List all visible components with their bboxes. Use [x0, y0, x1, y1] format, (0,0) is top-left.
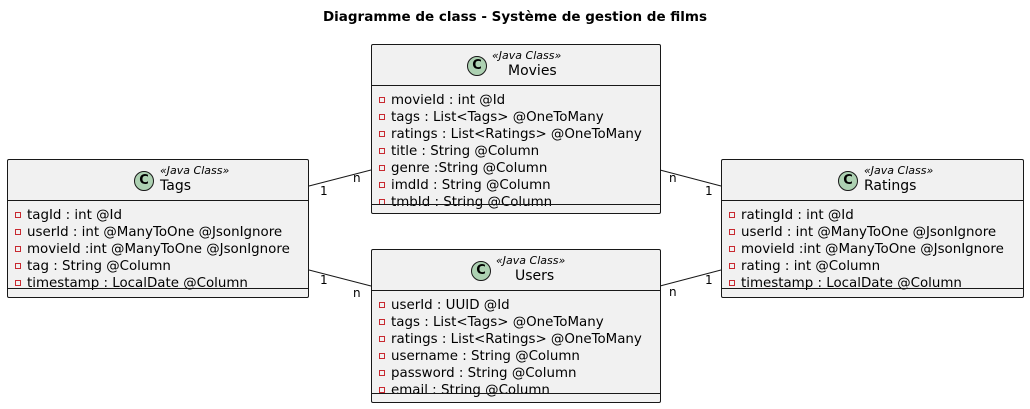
attribute-list: userId : UUID @Id tags : List<Tags> @One… — [372, 291, 660, 399]
attribute: genre :String @Column — [372, 160, 660, 177]
private-marker-icon — [379, 131, 385, 137]
attribute: ratings : List<Ratings> @OneToMany — [372, 331, 660, 348]
mult-users-ratings-users-end: n — [669, 285, 677, 299]
stereotype: «Java Class» — [492, 49, 562, 62]
attribute-list: ratingId : int @Id userId : int @ManyToO… — [722, 201, 1023, 292]
java-class-icon: C — [838, 171, 858, 191]
private-marker-icon — [729, 263, 735, 269]
mult-movies-ratings-movies-end: n — [669, 171, 677, 185]
private-marker-icon — [15, 263, 21, 269]
private-marker-icon — [379, 114, 385, 120]
class-header: C «Java Class» Ratings — [722, 160, 1023, 201]
class-name: Movies — [508, 63, 557, 79]
java-class-icon: C — [467, 56, 487, 76]
private-marker-icon — [15, 280, 21, 286]
class-tags[interactable]: C «Java Class» Tags tagId : int @Id user… — [7, 159, 309, 298]
private-marker-icon — [379, 148, 385, 154]
attribute: movieId : int @Id — [372, 92, 660, 109]
stereotype: «Java Class» — [496, 254, 566, 267]
java-class-icon: C — [471, 261, 491, 281]
class-ratings[interactable]: C «Java Class» Ratings ratingId : int @I… — [721, 159, 1024, 298]
stereotype: «Java Class» — [160, 164, 230, 177]
association-tags-users — [308, 269, 372, 287]
class-header: C «Java Class» Movies — [372, 45, 660, 86]
attribute: timestamp : LocalDate @Column — [722, 275, 1023, 292]
private-marker-icon — [729, 212, 735, 218]
mult-users-ratings-ratings-end: 1 — [705, 273, 713, 287]
private-marker-icon — [379, 165, 385, 171]
private-marker-icon — [15, 212, 21, 218]
attribute: userId : int @ManyToOne @JsonIgnore — [722, 224, 1023, 241]
private-marker-icon — [15, 229, 21, 235]
association-tags-movies — [308, 169, 372, 187]
attribute-list: tagId : int @Id userId : int @ManyToOne … — [8, 201, 308, 292]
private-marker-icon — [15, 246, 21, 252]
class-header: C «Java Class» Users — [372, 250, 660, 291]
attribute: timestamp : LocalDate @Column — [8, 275, 308, 292]
class-movies[interactable]: C «Java Class» Movies movieId : int @Id … — [371, 44, 661, 214]
private-marker-icon — [379, 182, 385, 188]
class-name: Users — [515, 268, 555, 284]
class-name: Ratings — [864, 178, 917, 194]
attribute: movieId :int @ManyToOne @JsonIgnore — [722, 241, 1023, 258]
diagram-title: Diagramme de class - Système de gestion … — [322, 9, 708, 25]
private-marker-icon — [379, 319, 385, 325]
attribute: tagId : int @Id — [8, 207, 308, 224]
attribute-list: movieId : int @Id tags : List<Tags> @One… — [372, 86, 660, 211]
method-compartment — [8, 288, 308, 297]
attribute: tag : String @Column — [8, 258, 308, 275]
mult-tags-movies-tags-end: 1 — [320, 184, 328, 198]
java-class-icon: C — [134, 171, 154, 191]
attribute: tags : List<Tags> @OneToMany — [372, 109, 660, 126]
private-marker-icon — [379, 302, 385, 308]
private-marker-icon — [379, 387, 385, 393]
method-compartment — [372, 204, 660, 213]
attribute: email : String @Column — [372, 382, 660, 399]
class-name: Tags — [160, 178, 191, 194]
private-marker-icon — [729, 246, 735, 252]
private-marker-icon — [379, 97, 385, 103]
attribute: userId : UUID @Id — [372, 297, 660, 314]
mult-movies-ratings-ratings-end: 1 — [705, 184, 713, 198]
attribute: title : String @Column — [372, 143, 660, 160]
method-compartment — [372, 393, 660, 402]
attribute: ratings : List<Ratings> @OneToMany — [372, 126, 660, 143]
mult-tags-movies-movies-end: n — [353, 171, 361, 185]
attribute: password : String @Column — [372, 365, 660, 382]
attribute: username : String @Column — [372, 348, 660, 365]
mult-tags-users-tags-end: 1 — [320, 273, 328, 287]
private-marker-icon — [729, 229, 735, 235]
class-users[interactable]: C «Java Class» Users userId : UUID @Id t… — [371, 249, 661, 403]
mult-tags-users-users-end: n — [353, 286, 361, 300]
private-marker-icon — [379, 370, 385, 376]
stereotype: «Java Class» — [864, 164, 934, 177]
attribute: tags : List<Tags> @OneToMany — [372, 314, 660, 331]
attribute: imdId : String @Column — [372, 177, 660, 194]
attribute: rating : int @Column — [722, 258, 1023, 275]
method-compartment — [722, 288, 1023, 297]
private-marker-icon — [379, 353, 385, 359]
attribute: userId : int @ManyToOne @JsonIgnore — [8, 224, 308, 241]
private-marker-icon — [729, 280, 735, 286]
attribute: ratingId : int @Id — [722, 207, 1023, 224]
class-header: C «Java Class» Tags — [8, 160, 308, 201]
attribute: movieId :int @ManyToOne @JsonIgnore — [8, 241, 308, 258]
private-marker-icon — [379, 336, 385, 342]
